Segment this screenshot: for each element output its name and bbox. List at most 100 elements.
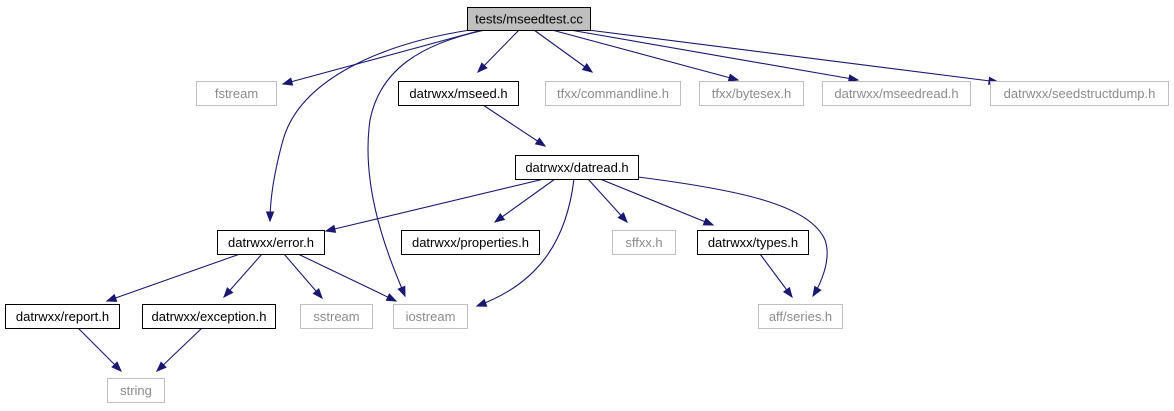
edge-line (494, 178, 556, 223)
nodes-layer: tests/mseedtest.cc fstream datrwxx/mseed.h… (5, 7, 1169, 403)
edge-line (283, 253, 323, 299)
node-label: sstream (313, 309, 359, 324)
arrowhead (782, 286, 793, 299)
edge-mseed-to-datread (482, 104, 547, 147)
arrowhead (312, 288, 323, 300)
node-seedstructdump: datrwxx/seedstructdump.h (990, 81, 1169, 106)
edge-report-to-string (77, 327, 122, 372)
edge-line (587, 29, 999, 83)
edge-error-to-iostream (297, 253, 398, 302)
node-label: datrwxx/report.h (16, 309, 109, 324)
edge-line (77, 327, 122, 372)
edge-line (156, 327, 203, 372)
edge-line (223, 253, 263, 298)
node-box (107, 378, 165, 403)
arrowhead (324, 224, 337, 233)
node-box (142, 304, 276, 329)
edge-root-to-commandline (533, 29, 594, 73)
node-label: tests/mseedtest.cc (475, 12, 583, 27)
edge-line (106, 253, 241, 302)
edge-root-to-seedstructdump (587, 29, 1000, 86)
node-label: tfxx/commandline.h (557, 86, 669, 101)
edge-line (637, 176, 828, 297)
edge-line (482, 104, 546, 147)
edge-line (587, 178, 628, 223)
arrowhead (493, 213, 506, 223)
node-label: datrwxx/properties.h (412, 235, 529, 250)
node-box (398, 81, 519, 106)
arrowhead (581, 63, 594, 73)
edge-root-to-mseedread (569, 29, 860, 83)
node-exception[interactable]: datrwxx/exception.h (142, 304, 276, 329)
edge-datread-to-series (637, 176, 828, 298)
node-mseed[interactable]: datrwxx/mseed.h (398, 81, 519, 106)
edge-error-to-sstream (283, 253, 323, 300)
edge-line (569, 29, 859, 81)
arrowhead (847, 74, 860, 83)
edge-datread-to-types (599, 178, 715, 226)
node-box (612, 230, 676, 255)
node-box (5, 304, 120, 329)
arrowhead (475, 298, 488, 307)
arrowhead (702, 217, 715, 226)
node-error[interactable]: datrwxx/error.h (217, 230, 325, 255)
node-box (467, 7, 591, 31)
arrowhead (385, 293, 398, 302)
edge-root-to-iostream (367, 29, 486, 298)
arrowhead (812, 285, 822, 298)
edge-datread-to-iostream (475, 178, 575, 307)
edge-root-to-mseed (477, 29, 520, 73)
node-label: datrwxx/types.h (708, 235, 798, 250)
node-commandline: tfxx/commandline.h (545, 81, 681, 106)
edge-line (367, 29, 486, 297)
node-root: tests/mseedtest.cc (467, 7, 591, 31)
node-sffxx: sffxx.h (612, 230, 676, 255)
node-box (196, 81, 277, 106)
node-label: datrwxx/seedstructdump.h (1004, 86, 1156, 101)
node-label: string (120, 383, 152, 398)
edge-exception-to-string (156, 327, 203, 372)
arrowhead (223, 287, 234, 299)
arrowhead (397, 285, 406, 298)
node-series: aff/series.h (758, 304, 843, 329)
node-box (401, 230, 540, 255)
arrowhead (265, 211, 275, 223)
node-datread[interactable]: datrwxx/datread.h (515, 155, 639, 180)
arrowhead (534, 137, 547, 147)
node-label: datrwxx/exception.h (152, 309, 267, 324)
node-box (545, 81, 681, 106)
node-box (300, 304, 373, 329)
edge-line (325, 178, 545, 232)
node-box (758, 304, 843, 329)
edge-error-to-exception (223, 253, 263, 299)
edge-line (533, 29, 593, 73)
node-report[interactable]: datrwxx/report.h (5, 304, 120, 329)
edge-line (282, 29, 483, 85)
node-types[interactable]: datrwxx/types.h (697, 230, 809, 255)
node-label: iostream (406, 309, 456, 324)
edge-line (551, 29, 739, 81)
node-properties[interactable]: datrwxx/properties.h (401, 230, 540, 255)
arrowhead (477, 62, 488, 73)
node-box (393, 304, 468, 329)
arrowhead (156, 361, 167, 372)
node-label: fstream (215, 86, 258, 101)
arrowhead (105, 293, 118, 302)
edge-line (269, 29, 471, 222)
node-label: sffxx.h (625, 235, 662, 250)
arrowhead (617, 212, 628, 224)
edges-layer (77, 29, 1000, 372)
node-mseedread: datrwxx/mseedread.h (822, 81, 971, 106)
arrowhead (727, 73, 740, 82)
node-bytesex: tfxx/bytesex.h (699, 81, 804, 106)
node-label: datrwxx/mseed.h (409, 86, 507, 101)
edge-root-to-error (265, 29, 471, 223)
node-label: datrwxx/mseedread.h (834, 86, 958, 101)
arrowhead (281, 77, 294, 86)
node-sstream: sstream (300, 304, 373, 329)
node-box (515, 155, 639, 180)
edge-datread-to-properties (493, 178, 556, 223)
edge-root-to-fstream (281, 29, 483, 86)
edge-datread-to-error (324, 178, 545, 233)
